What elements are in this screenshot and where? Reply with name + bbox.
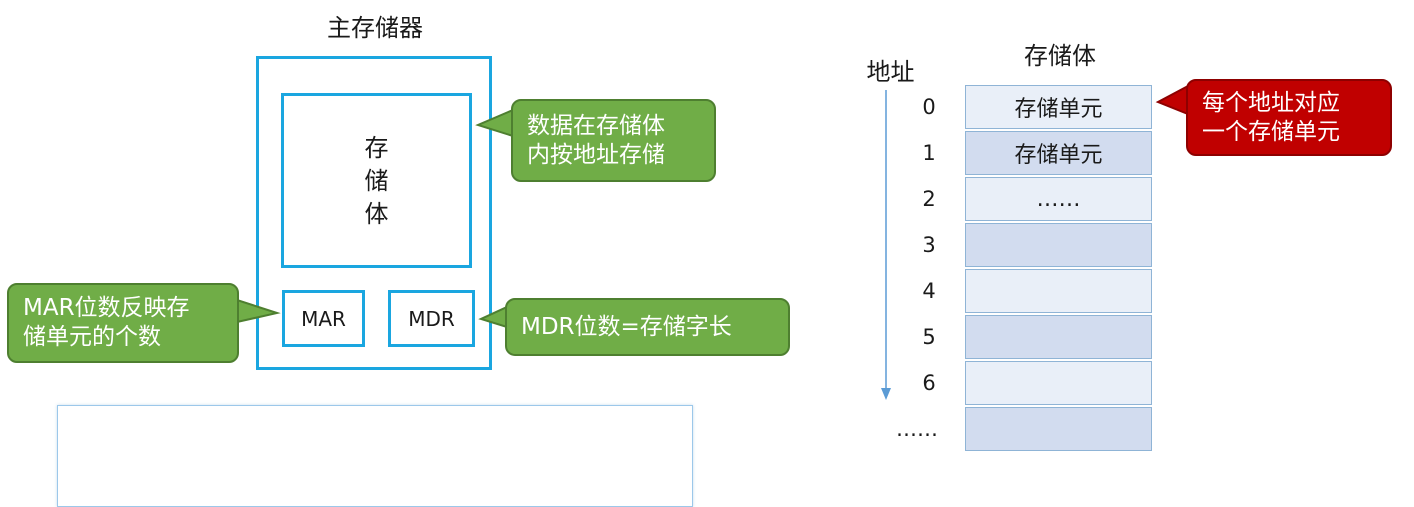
storage-cell: 存储单元 <box>965 131 1152 175</box>
data-callout-pointer <box>475 108 514 138</box>
address-index: 3 <box>922 233 936 257</box>
mar-bits-callout: MAR位数反映存 储单元的个数 <box>7 283 239 363</box>
storage-cell: …… <box>965 177 1152 221</box>
main-memory-title: 主存储器 <box>327 14 423 42</box>
storage-bank-label: 存 储 体 <box>364 134 389 229</box>
address-index: …… <box>896 417 938 441</box>
data-storage-callout: 数据在存储体 内按地址存储 <box>511 99 716 182</box>
storage-bank-box <box>281 93 472 268</box>
storage-cell <box>965 223 1152 267</box>
address-index: 5 <box>922 325 936 349</box>
mar-callout-pointer <box>236 298 281 324</box>
address-callout-pointer <box>1155 84 1189 116</box>
address-column-title: 地址 <box>866 58 915 86</box>
mdr-bits-callout: MDR位数=存储字长 <box>505 298 790 356</box>
address-index: 6 <box>922 371 936 395</box>
address-index: 2 <box>922 187 936 211</box>
storage-cell <box>965 361 1152 405</box>
blank-panel <box>57 405 693 507</box>
storage-cell <box>965 315 1152 359</box>
mar-register: MAR <box>282 290 365 347</box>
storage-array-title: 存储体 <box>1024 42 1096 70</box>
address-index: 1 <box>922 141 936 165</box>
mdr-callout-pointer <box>478 305 508 329</box>
storage-cell: 存储单元 <box>965 85 1152 129</box>
storage-cell <box>965 407 1152 451</box>
address-index: 4 <box>922 279 936 303</box>
mdr-register: MDR <box>388 290 475 347</box>
address-cell-callout: 每个地址对应 一个存储单元 <box>1186 79 1392 156</box>
address-direction-arrow <box>881 90 891 400</box>
address-index: 0 <box>922 95 936 119</box>
storage-cell <box>965 269 1152 313</box>
main-memory-box <box>256 56 492 370</box>
